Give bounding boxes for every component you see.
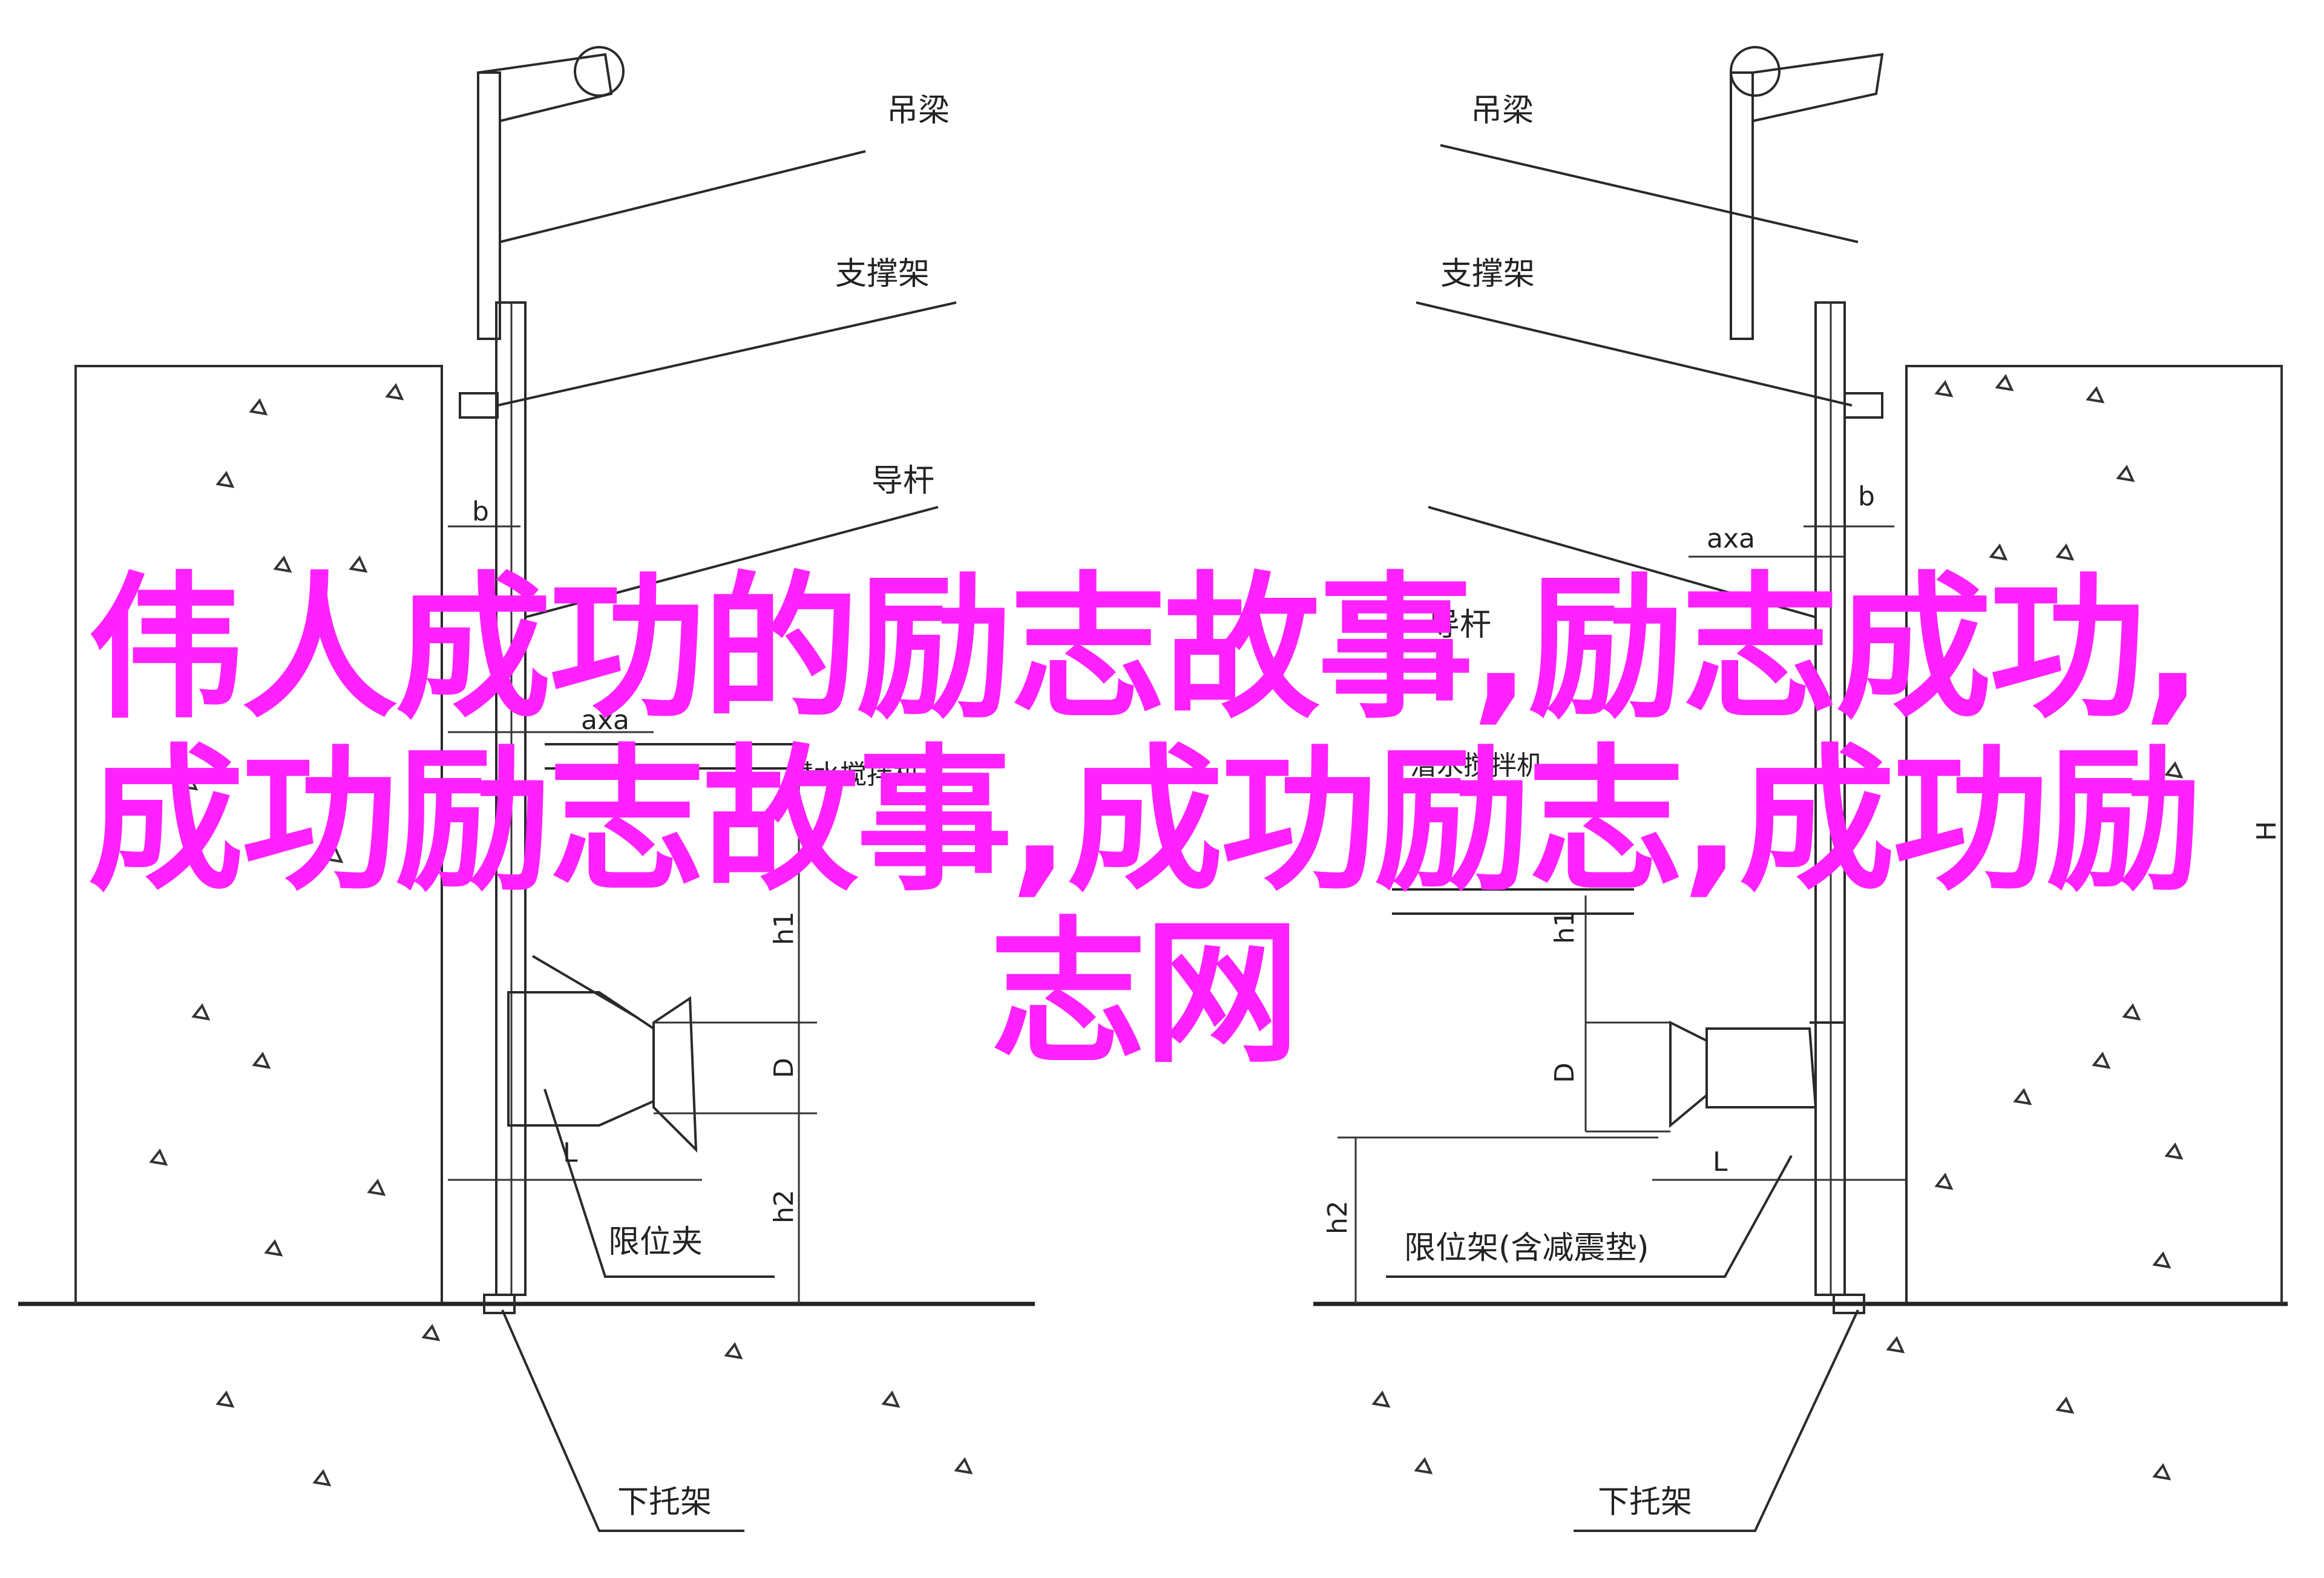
left-pump-label: 潜水搅拌机 — [787, 759, 920, 790]
left-upper-post — [477, 71, 501, 340]
right-dim-D: D — [1549, 1062, 1580, 1083]
right-upper-post — [1730, 71, 1754, 340]
left-support-label: 支撑架 — [835, 256, 930, 292]
right-dim-L: L — [1713, 1147, 1728, 1177]
left-bottom-bracket-label: 下托架 — [617, 1484, 712, 1521]
right-dim-b: b — [1858, 481, 1875, 512]
right-dim-h1: h1 — [1549, 910, 1580, 944]
right-wall-texture — [1371, 374, 2184, 1481]
left-limit-label: 限位夹 — [608, 1224, 703, 1260]
left-dim-L: L — [563, 1138, 578, 1168]
left-mixer — [507, 955, 799, 1153]
left-dim-axa: axa — [581, 705, 629, 736]
right-dim-H: H — [2251, 821, 2282, 841]
left-wall-texture — [149, 383, 973, 1487]
left-assembly — [18, 46, 1035, 1532]
right-assembly — [1313, 46, 2288, 1532]
headline-overlay: 伟人成功的励志故事,励志成功,成功励志故事,成功励志,成功励志网 — [87, 558, 2202, 1084]
right-pump-label: 潜水搅拌机 — [1410, 750, 1543, 781]
right-limit-label: 限位架(含减震垫) — [1404, 1230, 1649, 1266]
right-hanger-beam-label: 吊梁 — [1471, 93, 1534, 129]
left-hanger-beam-label: 吊梁 — [887, 93, 950, 129]
left-dim-h2: h2 — [769, 1190, 799, 1223]
right-dim-h2: h2 — [1322, 1200, 1353, 1234]
right-dim-axa: axa — [1707, 523, 1755, 554]
left-dim-D: D — [769, 1058, 799, 1078]
left-dim-h1: h1 — [769, 911, 799, 945]
left-dim-b: b — [472, 496, 489, 527]
right-support-label: 支撑架 — [1440, 256, 1535, 292]
right-guide-label: 导杆 — [1428, 607, 1491, 643]
right-mixer — [1586, 1020, 1846, 1133]
right-bottom-bracket-label: 下托架 — [1598, 1484, 1692, 1521]
left-guide-label: 导杆 — [872, 463, 934, 499]
